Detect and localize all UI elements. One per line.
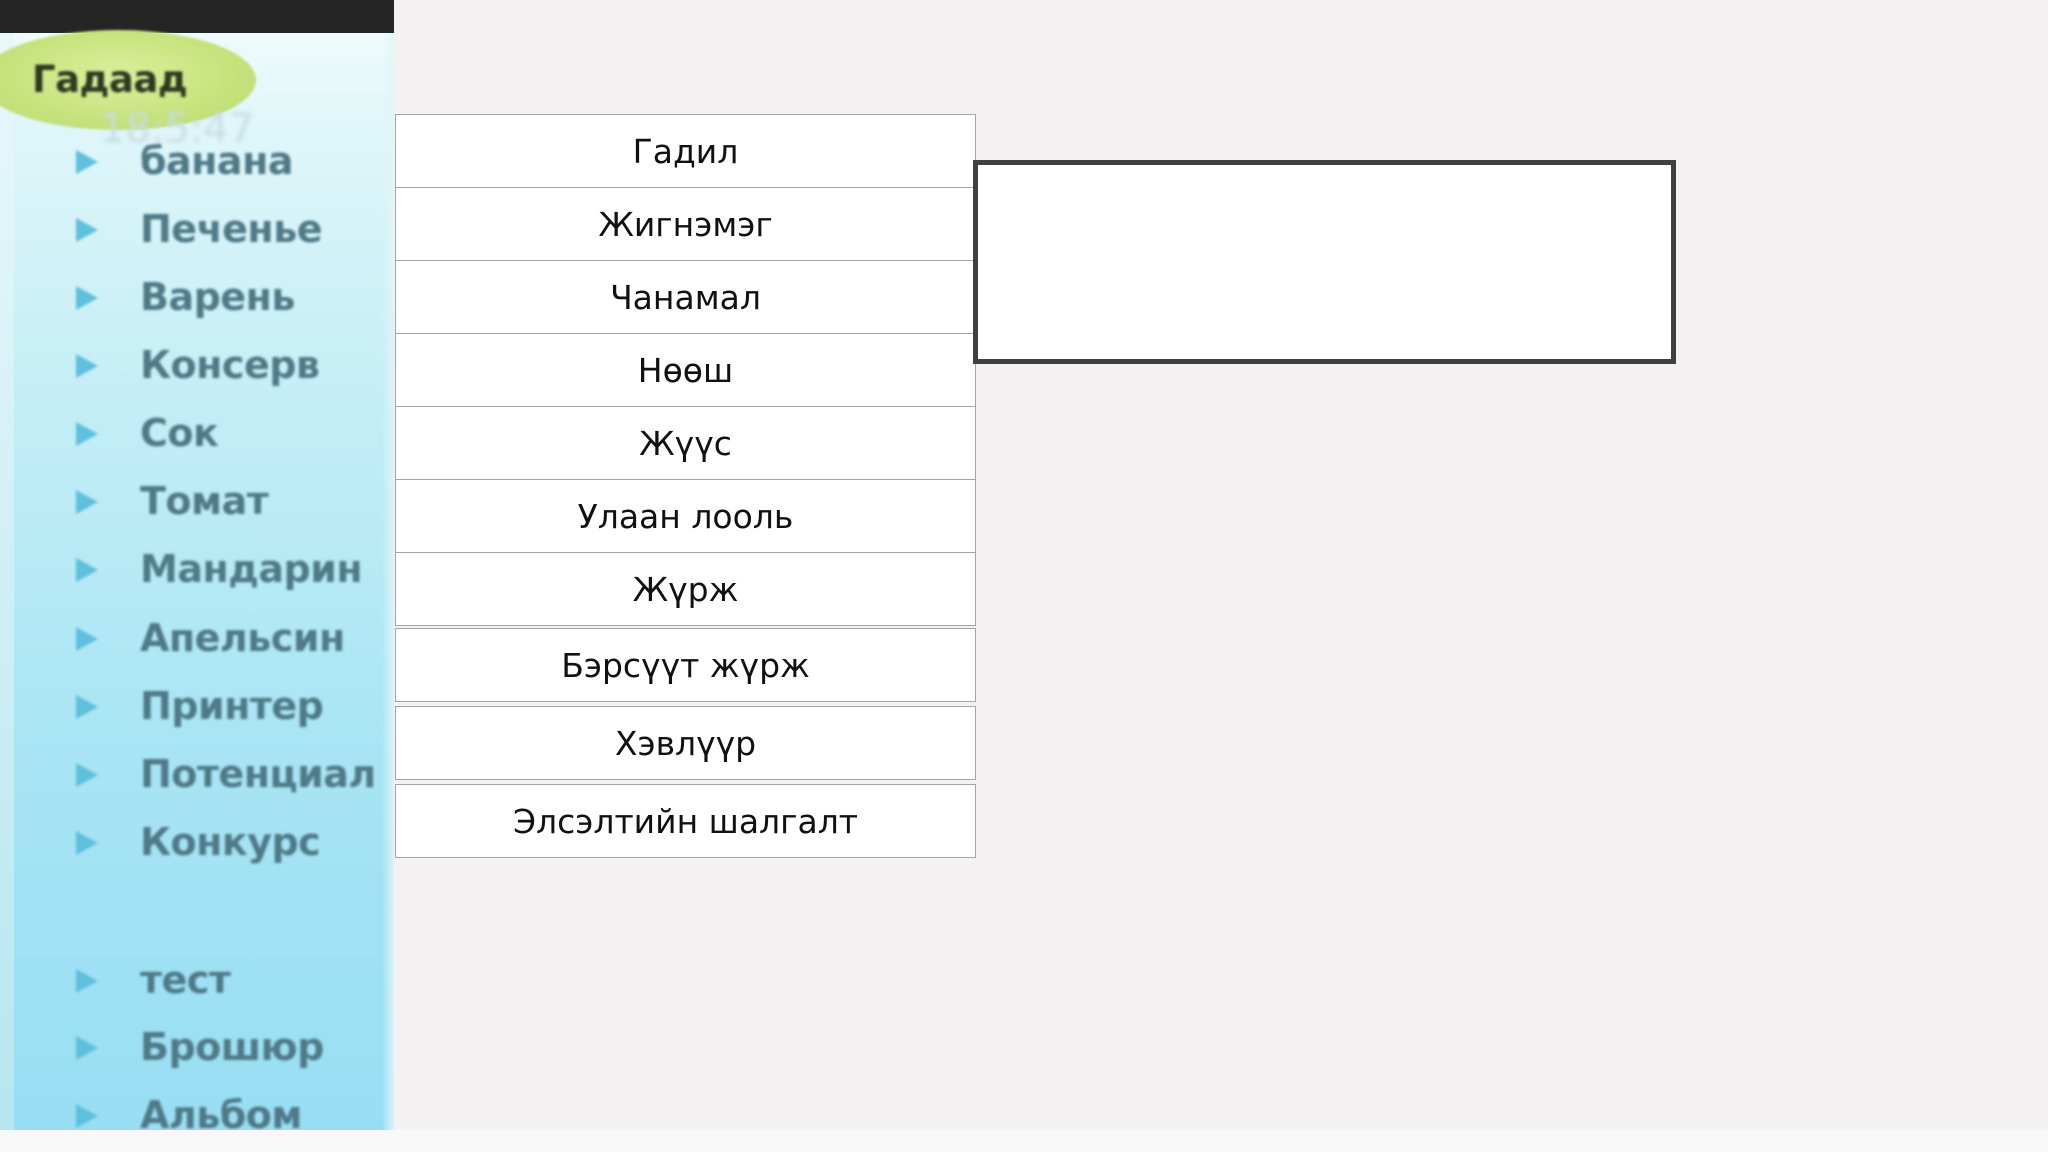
image-list-label: Томат <box>140 479 269 523</box>
image-list-item: тест <box>0 955 394 1005</box>
word-card-juus[interactable]: Жүүс <box>395 406 976 480</box>
word-card-bersuut-jurj[interactable]: Бэрсүүт жүрж <box>395 628 976 702</box>
image-list-label: банана <box>140 139 293 183</box>
bottom-strip <box>0 1130 2048 1152</box>
triangle-bullet-icon <box>76 969 98 993</box>
triangle-bullet-icon <box>76 286 98 310</box>
image-list-item: Консерв <box>0 340 394 390</box>
image-list-item: Томат <box>0 476 394 526</box>
word-card-hevluur[interactable]: Хэвлүүр <box>395 706 976 780</box>
word-card-chanamal[interactable]: Чанамал <box>395 260 976 334</box>
image-right-edge <box>382 33 394 1130</box>
image-list-label: Печенье <box>140 207 323 251</box>
vocabulary-image-panel: Гадаад 18:5:47 банана Печенье Варень Кон… <box>0 0 394 1130</box>
triangle-bullet-icon <box>76 763 98 787</box>
word-card-gadil[interactable]: Гадил <box>395 114 976 188</box>
image-list-item: банана <box>0 136 394 186</box>
word-card-noosh[interactable]: Нөөш <box>395 333 976 407</box>
image-top-bar <box>0 0 394 33</box>
image-list-label: Брошюр <box>140 1025 324 1069</box>
image-list-label: Потенциал <box>140 752 376 796</box>
image-list-item: Потенциал <box>0 749 394 799</box>
image-list-label: Принтер <box>140 684 324 728</box>
image-list-label: Варень <box>140 275 295 319</box>
triangle-bullet-icon <box>76 1104 98 1128</box>
triangle-bullet-icon <box>76 558 98 582</box>
triangle-bullet-icon <box>76 1036 98 1060</box>
triangle-bullet-icon <box>76 831 98 855</box>
image-list-item: Апельсин <box>0 613 394 663</box>
answer-drop-box[interactable] <box>973 160 1676 364</box>
image-list-item: Конкурс <box>0 817 394 867</box>
word-card-jignemeg[interactable]: Жигнэмэг <box>395 187 976 261</box>
triangle-bullet-icon <box>76 490 98 514</box>
triangle-bullet-icon <box>76 218 98 242</box>
image-list-item: Брошюр <box>0 1022 394 1072</box>
image-list-label: Альбом <box>140 1093 302 1130</box>
image-list-item: Сок <box>0 408 394 458</box>
ghost-timestamp: 18:5:47 <box>100 106 255 152</box>
category-pill <box>0 30 256 130</box>
triangle-bullet-icon <box>76 150 98 174</box>
category-label: Гадаад <box>32 58 188 101</box>
image-left-strip <box>0 33 14 1130</box>
image-list-label: Консерв <box>140 343 320 387</box>
image-list-label: Конкурс <box>140 820 321 864</box>
word-card-jurj[interactable]: Жүрж <box>395 552 976 626</box>
triangle-bullet-icon <box>76 627 98 651</box>
image-list-item: Мандарин <box>0 544 394 594</box>
image-list-label: Мандарин <box>140 547 363 591</box>
image-list-label: тест <box>140 958 231 1002</box>
image-list-item: Варень <box>0 272 394 322</box>
triangle-bullet-icon <box>76 422 98 446</box>
word-card-elseltiin-shalgalt[interactable]: Элсэлтийн шалгалт <box>395 784 976 858</box>
triangle-bullet-icon <box>76 695 98 719</box>
triangle-bullet-icon <box>76 354 98 378</box>
image-list-item: Альбом <box>0 1090 394 1130</box>
image-list-label: Сок <box>140 411 219 455</box>
image-list-label: Апельсин <box>140 616 345 660</box>
image-list-item: Печенье <box>0 204 394 254</box>
word-card-ulaan-lool[interactable]: Улаан лооль <box>395 479 976 553</box>
image-list-item: Принтер <box>0 681 394 731</box>
